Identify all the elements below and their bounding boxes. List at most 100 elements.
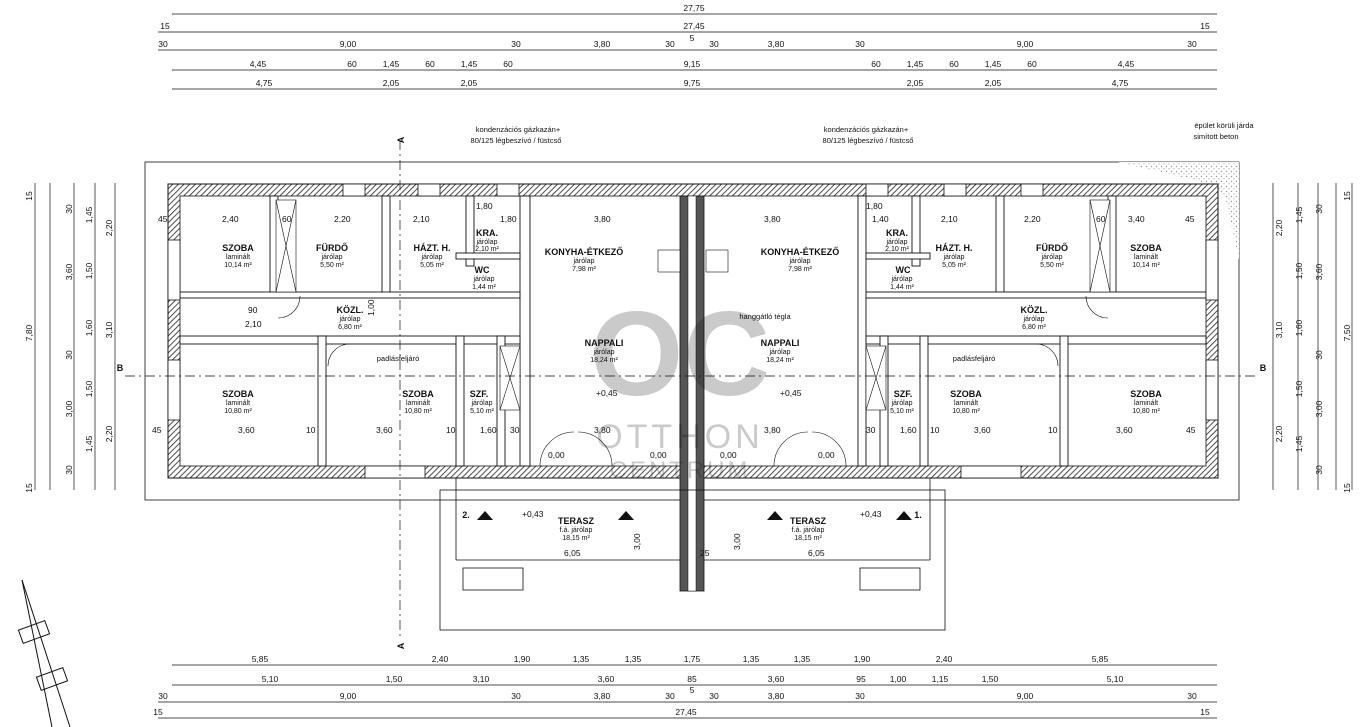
- svg-text:1.: 1.: [914, 510, 922, 520]
- svg-text:SZOBA: SZOBA: [1130, 389, 1162, 399]
- svg-text:7,50: 7,50: [1342, 324, 1352, 341]
- svg-text:15: 15: [1342, 191, 1352, 201]
- svg-text:7,98 m²: 7,98 m²: [788, 266, 812, 273]
- svg-text:CENTRUM: CENTRUM: [610, 457, 751, 484]
- svg-text:+0,45: +0,45: [596, 388, 618, 398]
- svg-text:3,80: 3,80: [764, 425, 781, 435]
- svg-text:1,90: 1,90: [514, 654, 531, 664]
- svg-text:2,20: 2,20: [104, 425, 114, 442]
- svg-text:45: 45: [158, 214, 168, 224]
- svg-text:30: 30: [64, 350, 74, 360]
- svg-text:6,05: 6,05: [808, 548, 825, 558]
- svg-text:2,20: 2,20: [334, 214, 351, 224]
- svg-text:1,45: 1,45: [383, 59, 400, 69]
- svg-text:3,80: 3,80: [764, 214, 781, 224]
- svg-text:2,40: 2,40: [432, 654, 449, 664]
- svg-text:15: 15: [1200, 21, 1210, 31]
- svg-text:SZOBA: SZOBA: [222, 389, 254, 399]
- svg-text:A: A: [396, 642, 406, 649]
- svg-text:laminált: laminált: [226, 400, 250, 407]
- svg-text:2,10: 2,10: [245, 319, 262, 329]
- svg-text:3,00: 3,00: [632, 533, 642, 550]
- svg-text:9,00: 9,00: [340, 691, 357, 701]
- svg-text:2,20: 2,20: [104, 219, 114, 236]
- svg-text:1,60: 1,60: [480, 425, 497, 435]
- svg-text:B: B: [1260, 363, 1267, 373]
- svg-text:30: 30: [64, 465, 74, 475]
- svg-text:1,45: 1,45: [907, 59, 924, 69]
- side-dimension-chains: [34, 183, 1353, 490]
- svg-text:2,40: 2,40: [222, 214, 239, 224]
- svg-text:9,00: 9,00: [340, 39, 357, 49]
- svg-text:NAPPALI: NAPPALI: [761, 338, 800, 348]
- svg-text:9,15: 9,15: [684, 59, 701, 69]
- svg-text:A: A: [396, 136, 406, 143]
- svg-text:kondenzációs gázkazán+: kondenzációs gázkazán+: [476, 125, 561, 134]
- svg-text:3,80: 3,80: [768, 39, 785, 49]
- svg-text:f.á. járólap: f.á. járólap: [560, 527, 593, 534]
- svg-text:80/125 légbeszívó / füstcső: 80/125 légbeszívó / füstcső: [823, 136, 914, 145]
- svg-text:járólap: járólap: [470, 400, 492, 407]
- svg-text:1,45: 1,45: [1294, 435, 1304, 452]
- svg-text:laminált: laminált: [1134, 400, 1158, 407]
- svg-text:+0,45: +0,45: [780, 388, 802, 398]
- svg-text:60: 60: [347, 59, 357, 69]
- svg-text:NAPPALI: NAPPALI: [585, 338, 624, 348]
- svg-text:1,80: 1,80: [866, 201, 883, 211]
- svg-text:10: 10: [306, 425, 316, 435]
- svg-text:KONYHA-ÉTKEZŐ: KONYHA-ÉTKEZŐ: [761, 246, 840, 257]
- svg-text:30: 30: [709, 691, 719, 701]
- svg-text:4,75: 4,75: [256, 78, 273, 88]
- svg-text:30: 30: [511, 691, 521, 701]
- svg-text:járólap: járólap: [890, 400, 912, 407]
- svg-text:18,15 m²: 18,15 m²: [562, 535, 590, 542]
- section-lines: [125, 140, 1255, 640]
- svg-text:3,00: 3,00: [1314, 400, 1324, 417]
- svg-text:1,50: 1,50: [84, 380, 94, 397]
- svg-text:5,05 m²: 5,05 m²: [420, 262, 444, 269]
- svg-text:KONYHA-ÉTKEZŐ: KONYHA-ÉTKEZŐ: [545, 246, 624, 257]
- svg-text:60: 60: [425, 59, 435, 69]
- svg-text:18,15 m²: 18,15 m²: [794, 535, 822, 542]
- svg-text:6,80 m²: 6,80 m²: [1022, 324, 1046, 331]
- svg-text:30: 30: [665, 691, 675, 701]
- svg-text:1,44 m²: 1,44 m²: [472, 284, 496, 291]
- svg-text:6,80 m²: 6,80 m²: [338, 324, 362, 331]
- svg-text:B: B: [117, 363, 124, 373]
- svg-text:30: 30: [1187, 691, 1197, 701]
- svg-text:padlásfeljáró: padlásfeljáró: [953, 354, 996, 363]
- svg-text:5,10 m²: 5,10 m²: [890, 408, 914, 415]
- svg-text:5,50 m²: 5,50 m²: [1040, 262, 1064, 269]
- watermark: OC OTTHON CENTRUM: [590, 287, 770, 484]
- svg-text:27,45: 27,45: [675, 707, 697, 717]
- svg-text:járólap: járólap: [420, 254, 442, 261]
- svg-text:30: 30: [158, 39, 168, 49]
- svg-text:1,15: 1,15: [932, 674, 949, 684]
- svg-text:5,50 m²: 5,50 m²: [320, 262, 344, 269]
- svg-text:3,60: 3,60: [376, 425, 393, 435]
- svg-text:30: 30: [1187, 39, 1197, 49]
- svg-text:0,00: 0,00: [650, 450, 667, 460]
- svg-text:hanggátló tégla: hanggátló tégla: [739, 312, 791, 321]
- svg-text:FÜRDŐ: FÜRDŐ: [316, 242, 348, 253]
- svg-text:1,60: 1,60: [1294, 319, 1304, 336]
- svg-text:járólap: járólap: [885, 239, 907, 246]
- svg-text:SZF.: SZF.: [894, 389, 913, 399]
- svg-text:1,60: 1,60: [900, 425, 917, 435]
- svg-text:járólap: járólap: [338, 316, 360, 323]
- svg-text:30: 30: [511, 39, 521, 49]
- svg-text:30: 30: [665, 39, 675, 49]
- svg-text:45: 45: [1185, 214, 1195, 224]
- svg-text:7,98 m²: 7,98 m²: [572, 266, 596, 273]
- svg-text:10,14 m²: 10,14 m²: [224, 262, 252, 269]
